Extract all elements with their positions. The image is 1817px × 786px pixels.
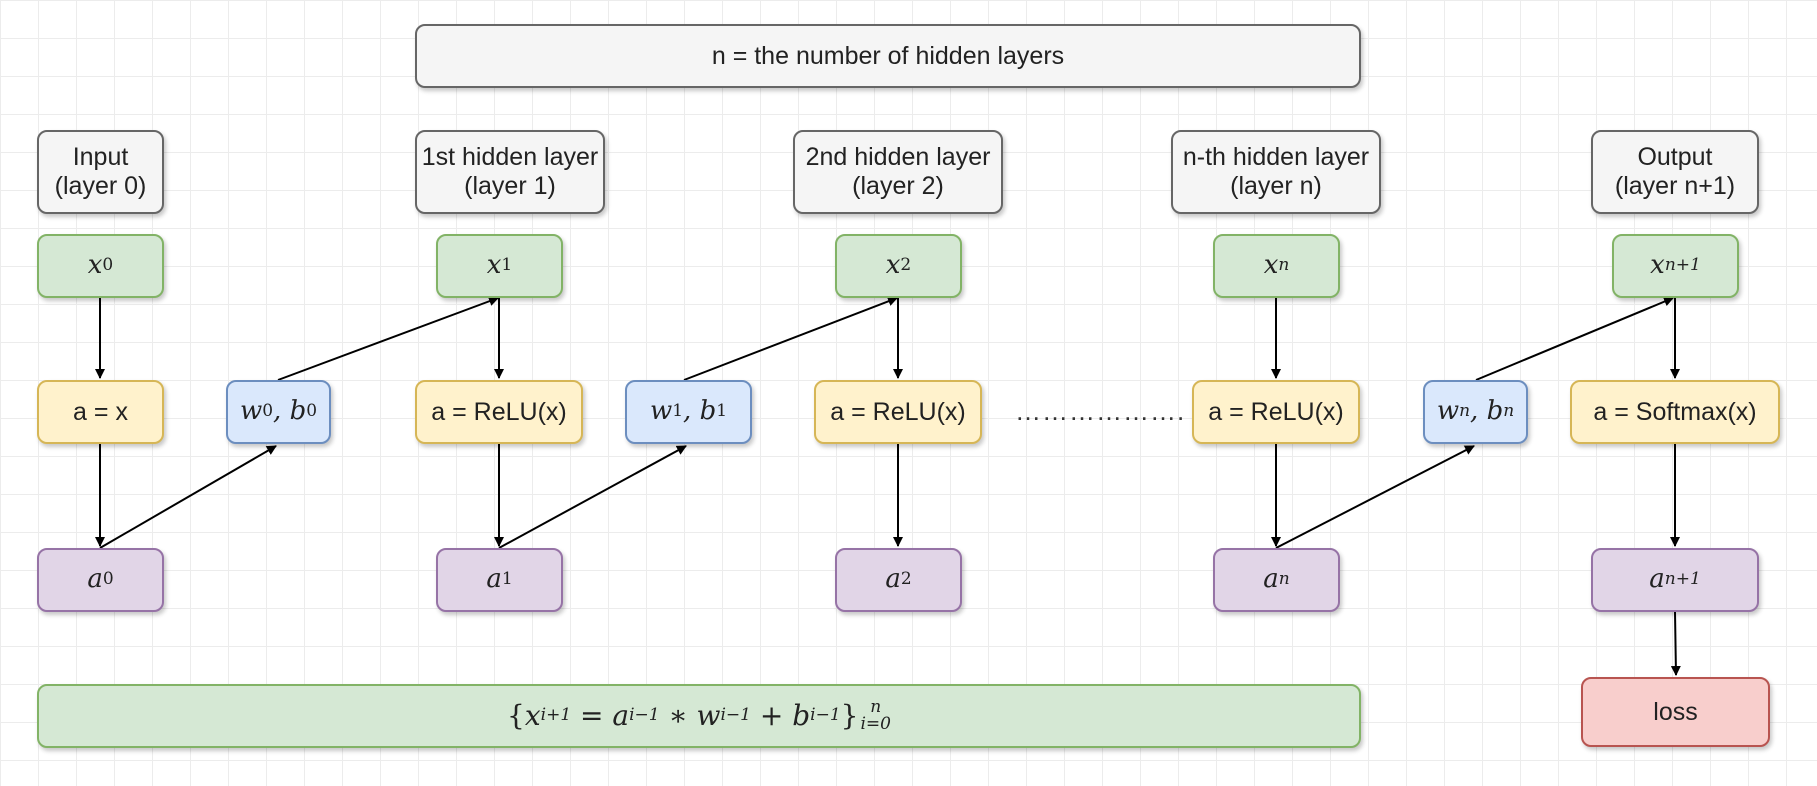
arrow-wn-to-xn1 [1475, 296, 1674, 381]
activation-relu-2: a = ReLU(x) [814, 380, 982, 444]
arrow-a0-to-w0 [99, 445, 277, 549]
hidden-layers-note: n = the number of hidden layers [415, 24, 1361, 88]
arrow-an1-to-loss [1670, 611, 1681, 676]
loss-node: loss [1581, 677, 1770, 747]
header-input: Input (layer 0) [37, 130, 164, 214]
header-output: Output (layer n+1) [1591, 130, 1759, 214]
arrow-w1-to-x2 [683, 296, 898, 381]
activation-relu-1: a = ReLU(x) [415, 380, 583, 444]
arrow-a1-to-w1 [498, 445, 687, 549]
header-hidden-n: n-th hidden layer (layer n) [1171, 130, 1381, 214]
activation-relu-n: a = ReLU(x) [1192, 380, 1360, 444]
arrow-w0-to-x1 [277, 296, 499, 381]
activation-identity: a = x [37, 380, 164, 444]
activation-softmax: a = Softmax(x) [1570, 380, 1780, 444]
layers-ellipsis: ………………. [1015, 396, 1186, 426]
arrow-an-to-wn [1275, 445, 1475, 549]
header-hidden-1: 1st hidden layer (layer 1) [415, 130, 605, 214]
header-hidden-2: 2nd hidden layer (layer 2) [793, 130, 1003, 214]
